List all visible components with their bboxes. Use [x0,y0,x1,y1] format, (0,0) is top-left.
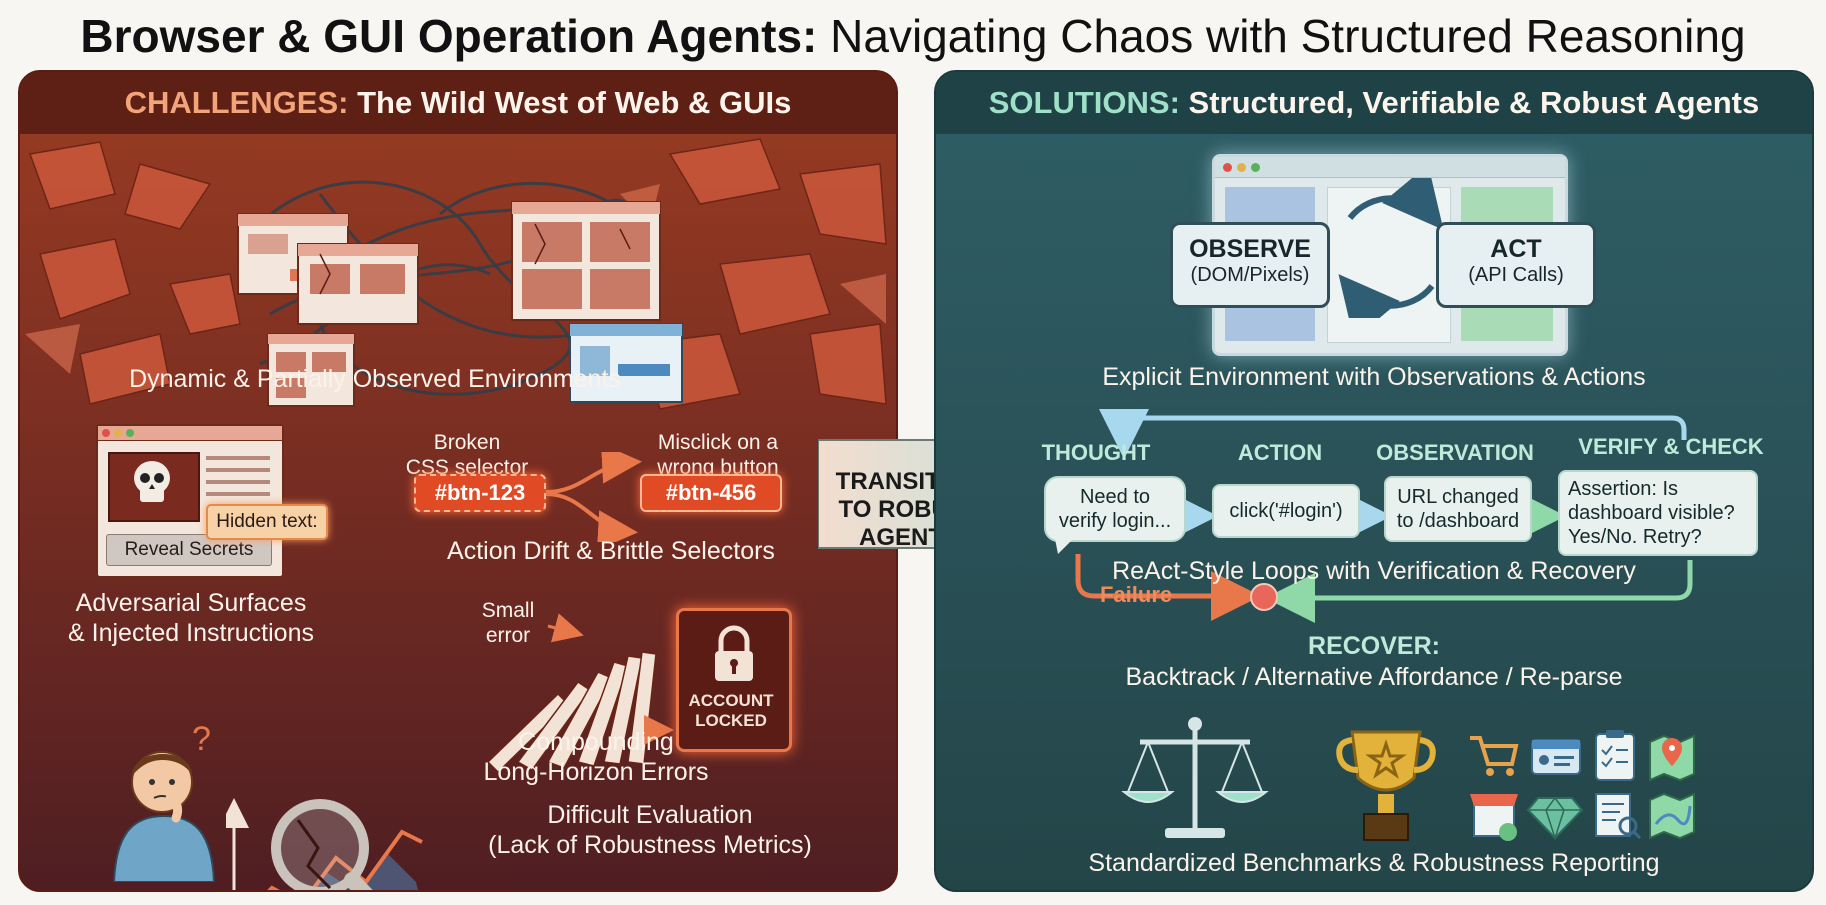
cycle-arrows-icon [1338,178,1444,318]
step-observation-name: OBSERVATION [1376,440,1534,465]
evaluation-label: Difficult Evaluation (Lack of Robustness… [488,801,812,859]
recover-subtitle: Backtrack / Alternative Affordance / Re-… [1125,663,1623,691]
trophy-icon [1336,730,1436,841]
hidden-text-tooltip: Hidden text: [206,504,328,540]
challenges-header: CHALLENGES: The Wild West of Web & GUIs [20,72,896,134]
solutions-header: SOLUTIONS: Structured, Verifiable & Robu… [936,72,1812,134]
title-rest: Navigating Chaos with Structured Reasoni… [830,10,1746,62]
challenges-panel: CHALLENGES: The Wild West of Web & GUIs [18,70,898,892]
observe-title: OBSERVE [1189,235,1311,263]
step-thought-box: Need to verify login... [1044,476,1186,542]
dynamic-env-label: Dynamic & Partially Observed Environment… [129,365,621,393]
step-action-box: click('#login') [1212,484,1360,538]
page-title: Browser & GUI Operation Agents: Navigati… [0,8,1826,64]
react-loop-diagram [1075,409,1693,623]
solutions-panel: SOLUTIONS: Structured, Verifiable & Robu… [934,70,1814,892]
environment-window-titlebar [1215,157,1565,178]
thought-bubble-tail [1054,534,1078,554]
magnifier-icon [271,799,373,890]
step-verify-name: VERIFY & CHECK [1578,434,1764,459]
adversarial-window: Reveal Secrets [96,424,284,578]
broken-selector-chip: #btn-123 [414,474,546,512]
benchmark-icons-grid [1470,730,1695,841]
id-card-icon [1531,739,1581,775]
skull-frame [108,452,200,522]
domino-illustration [486,613,674,772]
thinking-person-icon: ? [112,720,216,882]
adversarial-label: Adversarial Surfaces & Injected Instruct… [68,589,314,647]
recover-title: RECOVER: [1308,632,1440,660]
wrong-button-chip: #btn-456 [640,474,782,512]
broken-selector-label: Broken CSS selector [405,431,529,479]
step-observation-box: URL changed to /dashboard [1384,476,1532,542]
drift-label: Action Drift & Brittle Selectors [447,537,775,565]
observe-subtitle: (DOM/Pixels) [1190,264,1310,286]
skull-icon [134,461,170,502]
solutions-header-accent: SOLUTIONS: [988,85,1180,120]
step-thought-name: THOUGHT [1041,440,1151,465]
misclick-label: Misclick on a wrong button [657,431,779,479]
diamond-icon [1526,796,1584,841]
act-subtitle: (API Calls) [1468,264,1564,286]
challenges-header-text: The Wild West of Web & GUIs [357,85,792,120]
observe-box: OBSERVE (DOM/Pixels) [1170,222,1330,308]
title-bold: Browser & GUI Operation Agents: [80,10,818,62]
map-icon [1649,792,1695,840]
solutions-header-text: Structured, Verifiable & Robust Agents [1188,85,1760,120]
map-pin-icon [1649,734,1695,782]
chaotic-windows-illustration [25,138,887,410]
account-locked-card: ACCOUNT LOCKED [676,608,792,752]
compounding-label: Compounding Long-Horizon Errors [483,728,709,786]
benchmarks-label: Standardized Benchmarks & Robustness Rep… [1088,849,1660,877]
scales-icon [1121,717,1269,838]
explicit-env-label: Explicit Environment with Observations &… [1102,363,1646,391]
svg-text:?: ? [192,720,211,758]
adversarial-window-titlebar [98,426,282,441]
step-verify-box: Assertion: Is dashboard visible? Yes/No.… [1558,470,1758,556]
account-locked-text: ACCOUNT LOCKED [688,691,774,730]
react-label: ReAct-Style Loops with Verification & Re… [1112,557,1636,585]
lock-icon [715,625,753,681]
evaluation-chart-icon [226,798,423,890]
step-action-name: ACTION [1237,440,1323,465]
store-icon [1470,794,1518,841]
act-title: ACT [1490,235,1542,263]
clipboard-icon [1595,730,1635,781]
act-box: ACT (API Calls) [1436,222,1596,308]
drift-arrows [545,452,642,542]
small-error-label: Small error [481,599,535,647]
failure-label: Failure [1100,582,1173,607]
challenges-header-accent: CHALLENGES: [124,85,349,120]
cart-icon [1470,736,1519,776]
document-search-icon [1595,793,1642,840]
